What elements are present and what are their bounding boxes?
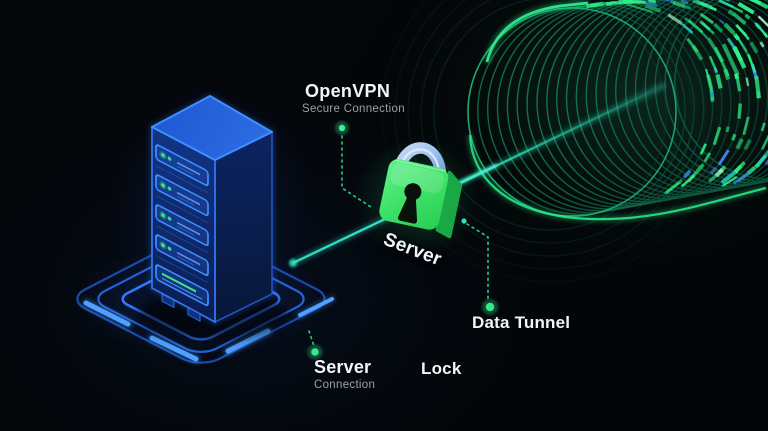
- tunnel-top-edge: [485, 1, 589, 63]
- lock-label: Lock: [421, 359, 462, 378]
- padlock-icon: [354, 138, 478, 258]
- tunnel-faint-rings: [381, 0, 719, 283]
- connector-dot: [461, 218, 467, 224]
- connector-dot: [311, 348, 319, 356]
- server-bottom-subtitle: Connection: [314, 379, 376, 391]
- connector-data-tunnel: [466, 223, 489, 301]
- connector-server-bottom: [308, 330, 315, 347]
- data-rain: [585, 0, 768, 195]
- beam-origin-flare: [289, 259, 297, 267]
- openvpn-title: OpenVPN: [305, 81, 391, 101]
- server-top-face: [151, 95, 273, 161]
- server-bottom-label: Server: [314, 357, 372, 377]
- server-rack-illustration: [76, 80, 336, 364]
- lock-body: [379, 159, 463, 239]
- server-side-face: [214, 130, 273, 324]
- connector-dots: [307, 121, 498, 360]
- connector-dot: [338, 124, 346, 132]
- platform-accent-lights: [81, 295, 336, 364]
- connector-openvpn: [341, 135, 372, 208]
- openvpn-subtitle: Secure Connection: [302, 103, 405, 115]
- server-drive-bays: [155, 144, 209, 322]
- connector-dot: [485, 302, 495, 312]
- data-tunnel-label: Data Tunnel: [472, 313, 571, 332]
